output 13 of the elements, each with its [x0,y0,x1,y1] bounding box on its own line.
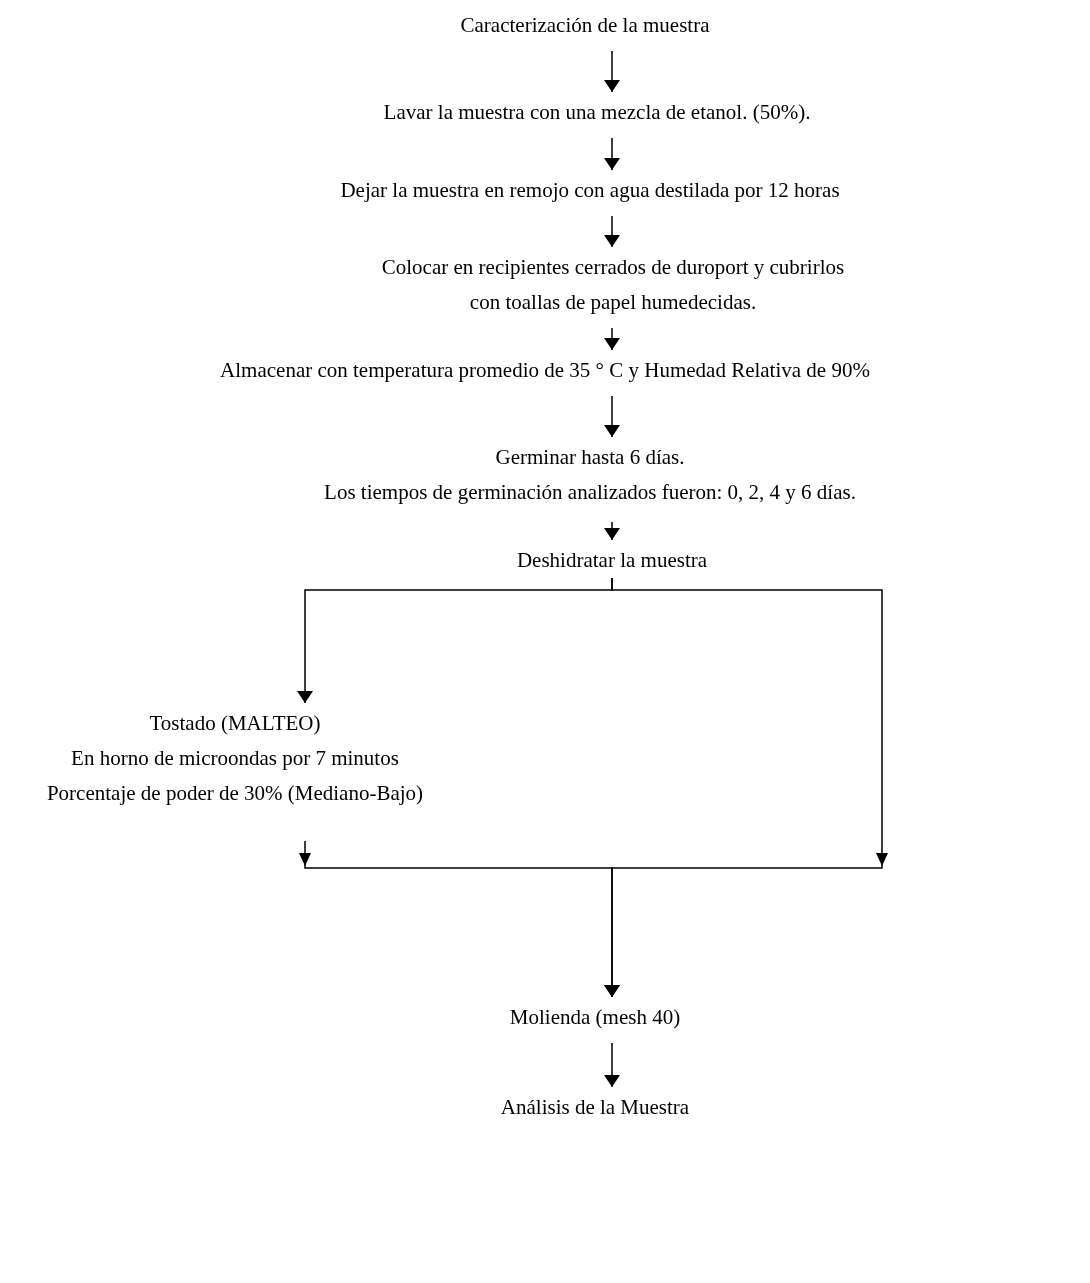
step-text: Porcentaje de poder de 30% (Mediano-Bajo) [46,780,424,807]
step-text: Deshidratar la muestra [516,547,708,574]
step-text: Colocar en recipientes cerrados de duroport y cubrirlos con toallas de papel humedecidas. [380,254,846,316]
step-text: Germinar hasta 6 días. [494,444,686,471]
step-text: Molienda (mesh 40) [509,1004,681,1031]
step-text: En horno de microondas por 7 minutos [70,745,400,772]
step-text: Dejar la muestra en remojo con agua destilada por 12 horas [340,177,840,204]
step-text: Los tiempos de germinación analizados fueron: 0, 2, 4 y 6 días. [324,479,856,506]
step-text: Análisis de la Muestra [500,1094,690,1121]
step-text: Caracterización de la muestra [460,12,710,39]
step-text: Tostado (MALTEO) [148,710,322,737]
step-text: Lavar la muestra con una mezcla de etanol. (50%). [383,99,811,126]
step-text: Almacenar con temperatura promedio de 35 ° C y Humedad Relativa de 90% [220,357,870,384]
